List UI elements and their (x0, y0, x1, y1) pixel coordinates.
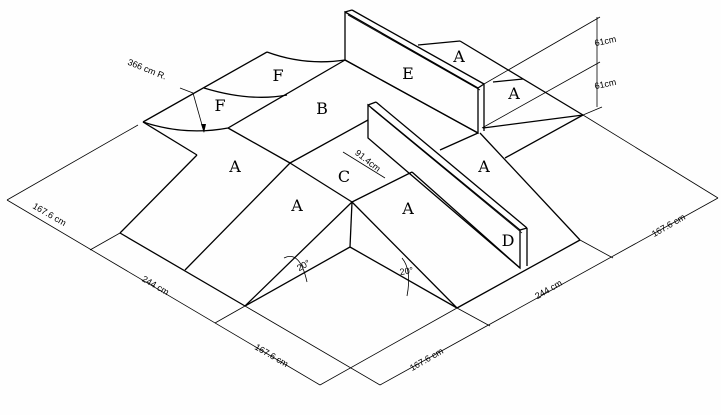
dimension-lines (6, 16, 719, 386)
label-b: B (316, 99, 328, 118)
left-middle-dimension: 244 cm (140, 274, 171, 297)
label-f-upper: F (272, 66, 283, 85)
height-lower-label: 61cm (594, 77, 618, 91)
label-a-right: A (477, 157, 490, 176)
label-a-center-right: A (401, 199, 414, 218)
bottom-right-dimension: 167.6 cm (408, 346, 445, 373)
label-a-left: A (228, 157, 241, 176)
label-a-behind-wall: A (452, 47, 465, 66)
structure-lines (119, 9, 584, 309)
label-a-right-upper: A (507, 84, 520, 103)
radius-label: 366 cm R. (126, 57, 168, 82)
right-middle-dimension: 244 cm (533, 278, 564, 301)
label-d: D (502, 231, 515, 250)
panel-labels: F F B E A A A C A A A D (214, 47, 520, 250)
left-outer-dimension: 167.6 cm (31, 201, 68, 228)
angle-right-label: 20° (399, 265, 415, 277)
bottom-left-dimension: 167.6 cm (253, 342, 290, 369)
right-outer-dimension: 167.6 cm (650, 212, 687, 239)
label-a-center-left: A (290, 196, 303, 215)
label-f-lower: F (214, 96, 225, 115)
label-e: E (402, 64, 414, 83)
label-c: C (338, 167, 350, 186)
height-upper-label: 61cm (594, 34, 618, 48)
dimension-labels: 366 cm R. 91.4cm 61cm 61cm 167.6 cm 244 … (31, 34, 687, 373)
